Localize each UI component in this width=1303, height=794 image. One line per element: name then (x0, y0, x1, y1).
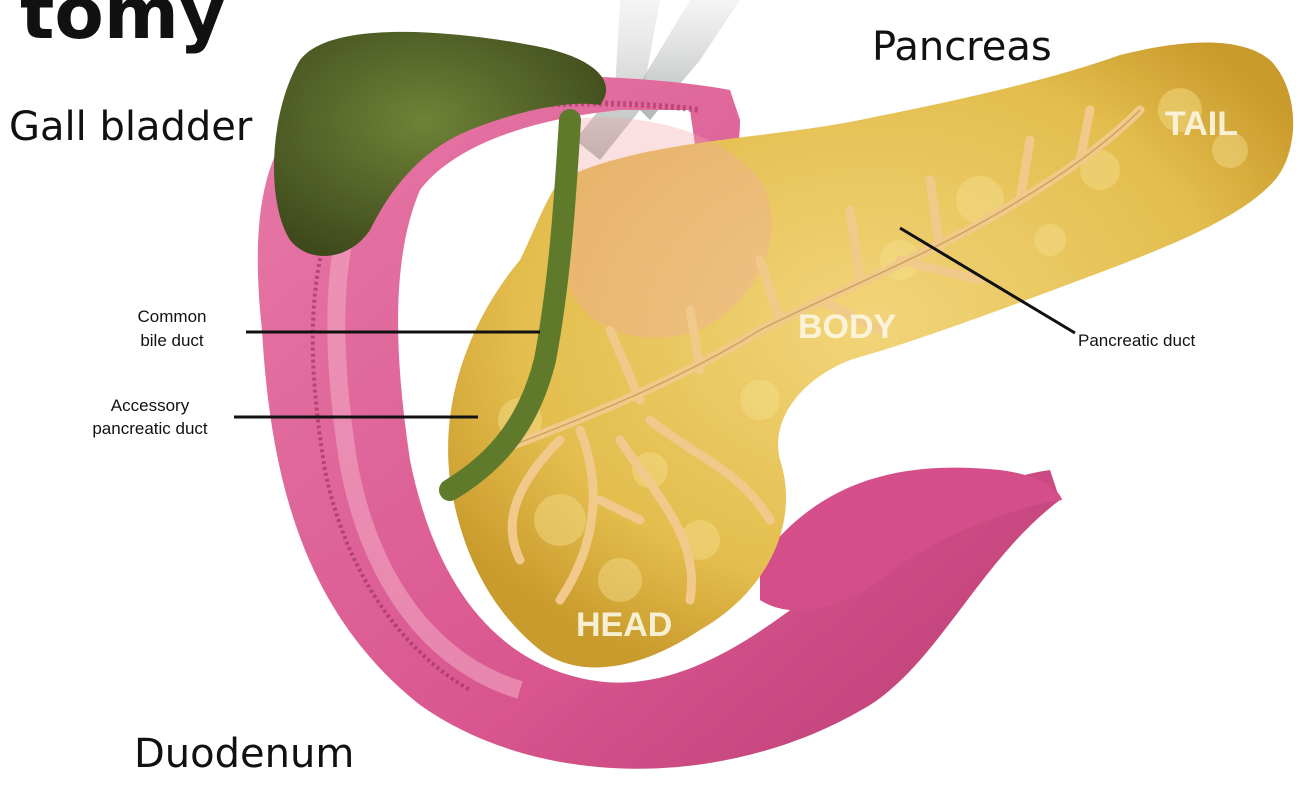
label-common-bile-duct-line1: Common (138, 307, 207, 326)
label-pancreas: Pancreas (872, 24, 1052, 70)
region-label-body: BODY (798, 308, 897, 346)
label-duodenum: Duodenum (134, 731, 354, 777)
label-accessory-duct-line1: Accessory (111, 396, 190, 415)
label-common-bile-duct-line2: bile duct (140, 331, 204, 350)
label-accessory-duct-line2: pancreatic duct (92, 419, 208, 438)
label-gall-bladder: Gall bladder (9, 104, 253, 150)
region-label-tail: TAIL (1165, 105, 1238, 143)
title-fragment: tomy (20, 0, 226, 55)
label-pancreatic-duct: Pancreatic duct (1078, 331, 1195, 350)
region-label-head: HEAD (576, 606, 672, 644)
